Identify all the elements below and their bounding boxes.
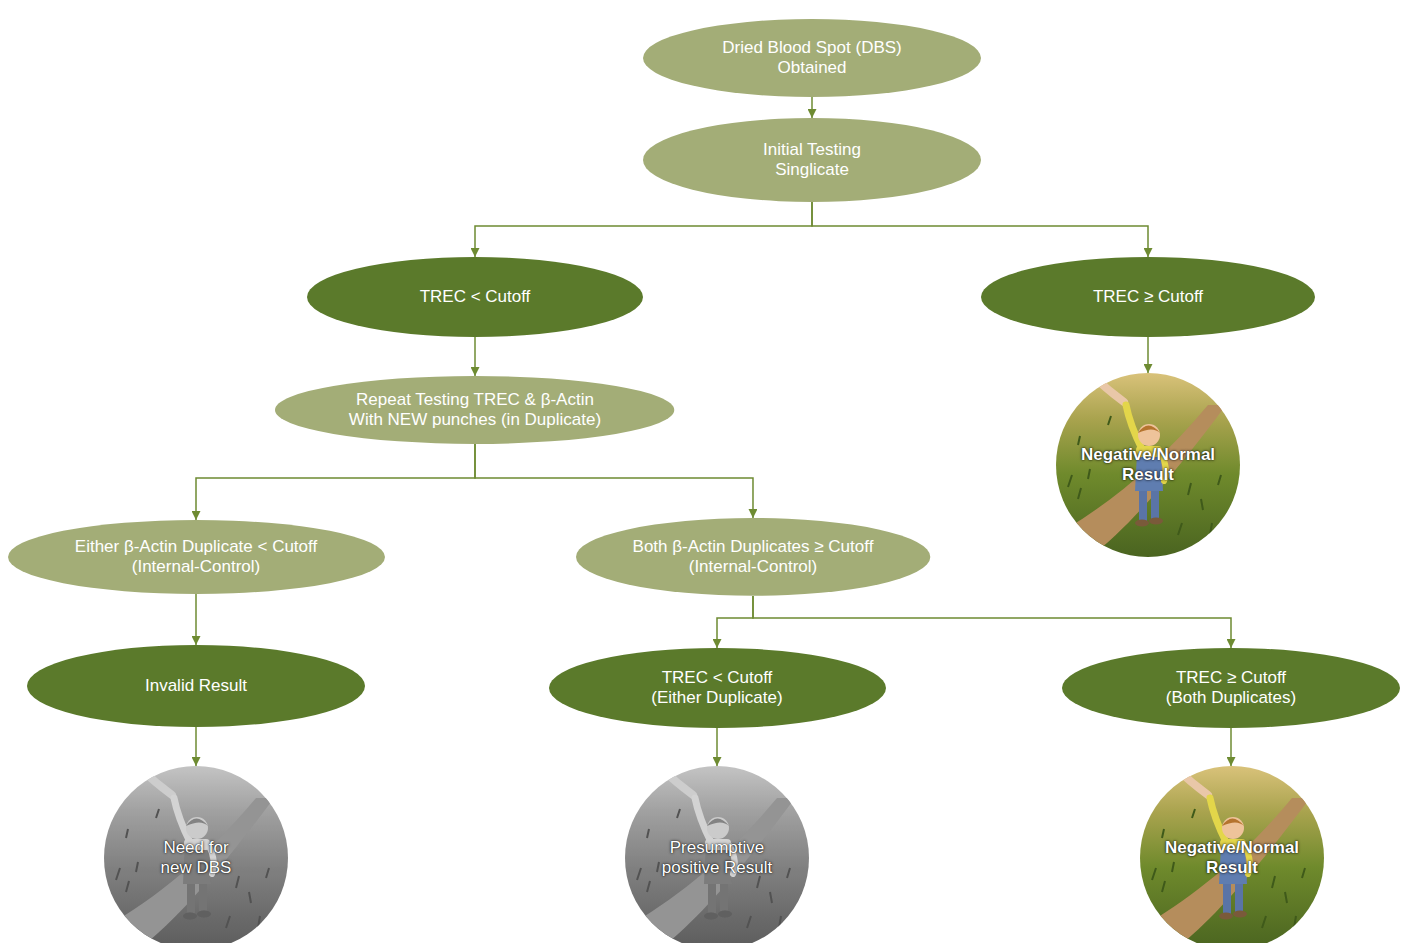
result-photo-circle: Need for new DBS: [104, 766, 288, 943]
child-photo-grey: [104, 766, 288, 943]
step-label: Both β-Actin Duplicates ≥ Cutoff (Intern…: [623, 537, 883, 578]
result-ellipse: TREC ≥ Cutoff: [981, 257, 1315, 337]
step-label: Invalid Result: [145, 676, 247, 696]
result-label: Negative/Normal Result: [1157, 838, 1307, 879]
flow-arrow: [753, 596, 1231, 648]
result-photo-circle: Negative/Normal Result: [1056, 373, 1240, 557]
step-label: Initial Testing Singlicate: [757, 140, 867, 181]
flow-arrow: [474, 337, 476, 376]
flow-arrow: [196, 444, 475, 520]
flow-arrow: [811, 97, 813, 118]
process-ellipse: Either β-Actin Duplicate < Cutoff (Inter…: [8, 520, 385, 594]
step-label: Repeat Testing TREC & β-Actin With NEW p…: [344, 390, 606, 431]
result-photo-circle: Negative/Normal Result: [1140, 766, 1324, 943]
step-label: TREC < Cutoff: [420, 287, 531, 307]
result-label: Negative/Normal Result: [1073, 445, 1223, 486]
flow-arrow: [475, 202, 812, 257]
step-label: Either β-Actin Duplicate < Cutoff (Inter…: [66, 537, 326, 578]
result-label: Need for new DBS: [146, 838, 246, 879]
result-ellipse: TREC ≥ Cutoff (Both Duplicates): [1062, 648, 1400, 728]
step-label: Dried Blood Spot (DBS) Obtained: [717, 38, 907, 79]
process-ellipse: Dried Blood Spot (DBS) Obtained: [643, 19, 981, 97]
flow-arrow: [475, 444, 753, 518]
process-ellipse: Both β-Actin Duplicates ≥ Cutoff (Intern…: [576, 518, 930, 596]
result-ellipse: TREC < Cutoff (Either Duplicate): [549, 648, 886, 728]
result-label: Presumptive positive Result: [657, 838, 777, 879]
process-ellipse: Initial Testing Singlicate: [643, 118, 981, 202]
process-ellipse: Repeat Testing TREC & β-Actin With NEW p…: [275, 376, 674, 444]
flow-arrow: [195, 727, 197, 766]
flow-arrow: [195, 594, 197, 645]
step-label: TREC < Cutoff (Either Duplicate): [647, 668, 787, 709]
flow-arrow: [1230, 728, 1232, 766]
result-ellipse: TREC < Cutoff: [307, 257, 643, 337]
result-ellipse: Invalid Result: [27, 645, 365, 727]
flow-arrow: [717, 596, 753, 648]
flow-arrow: [812, 202, 1148, 257]
child-photo: [1140, 766, 1324, 943]
step-label: TREC ≥ Cutoff (Both Duplicates): [1161, 668, 1301, 709]
step-label: TREC ≥ Cutoff: [1093, 287, 1203, 307]
flow-arrow: [716, 728, 718, 766]
child-photo: [1056, 373, 1240, 557]
result-photo-circle: Presumptive positive Result: [625, 766, 809, 943]
child-photo-grey: [625, 766, 809, 943]
flow-arrow: [1147, 337, 1149, 373]
